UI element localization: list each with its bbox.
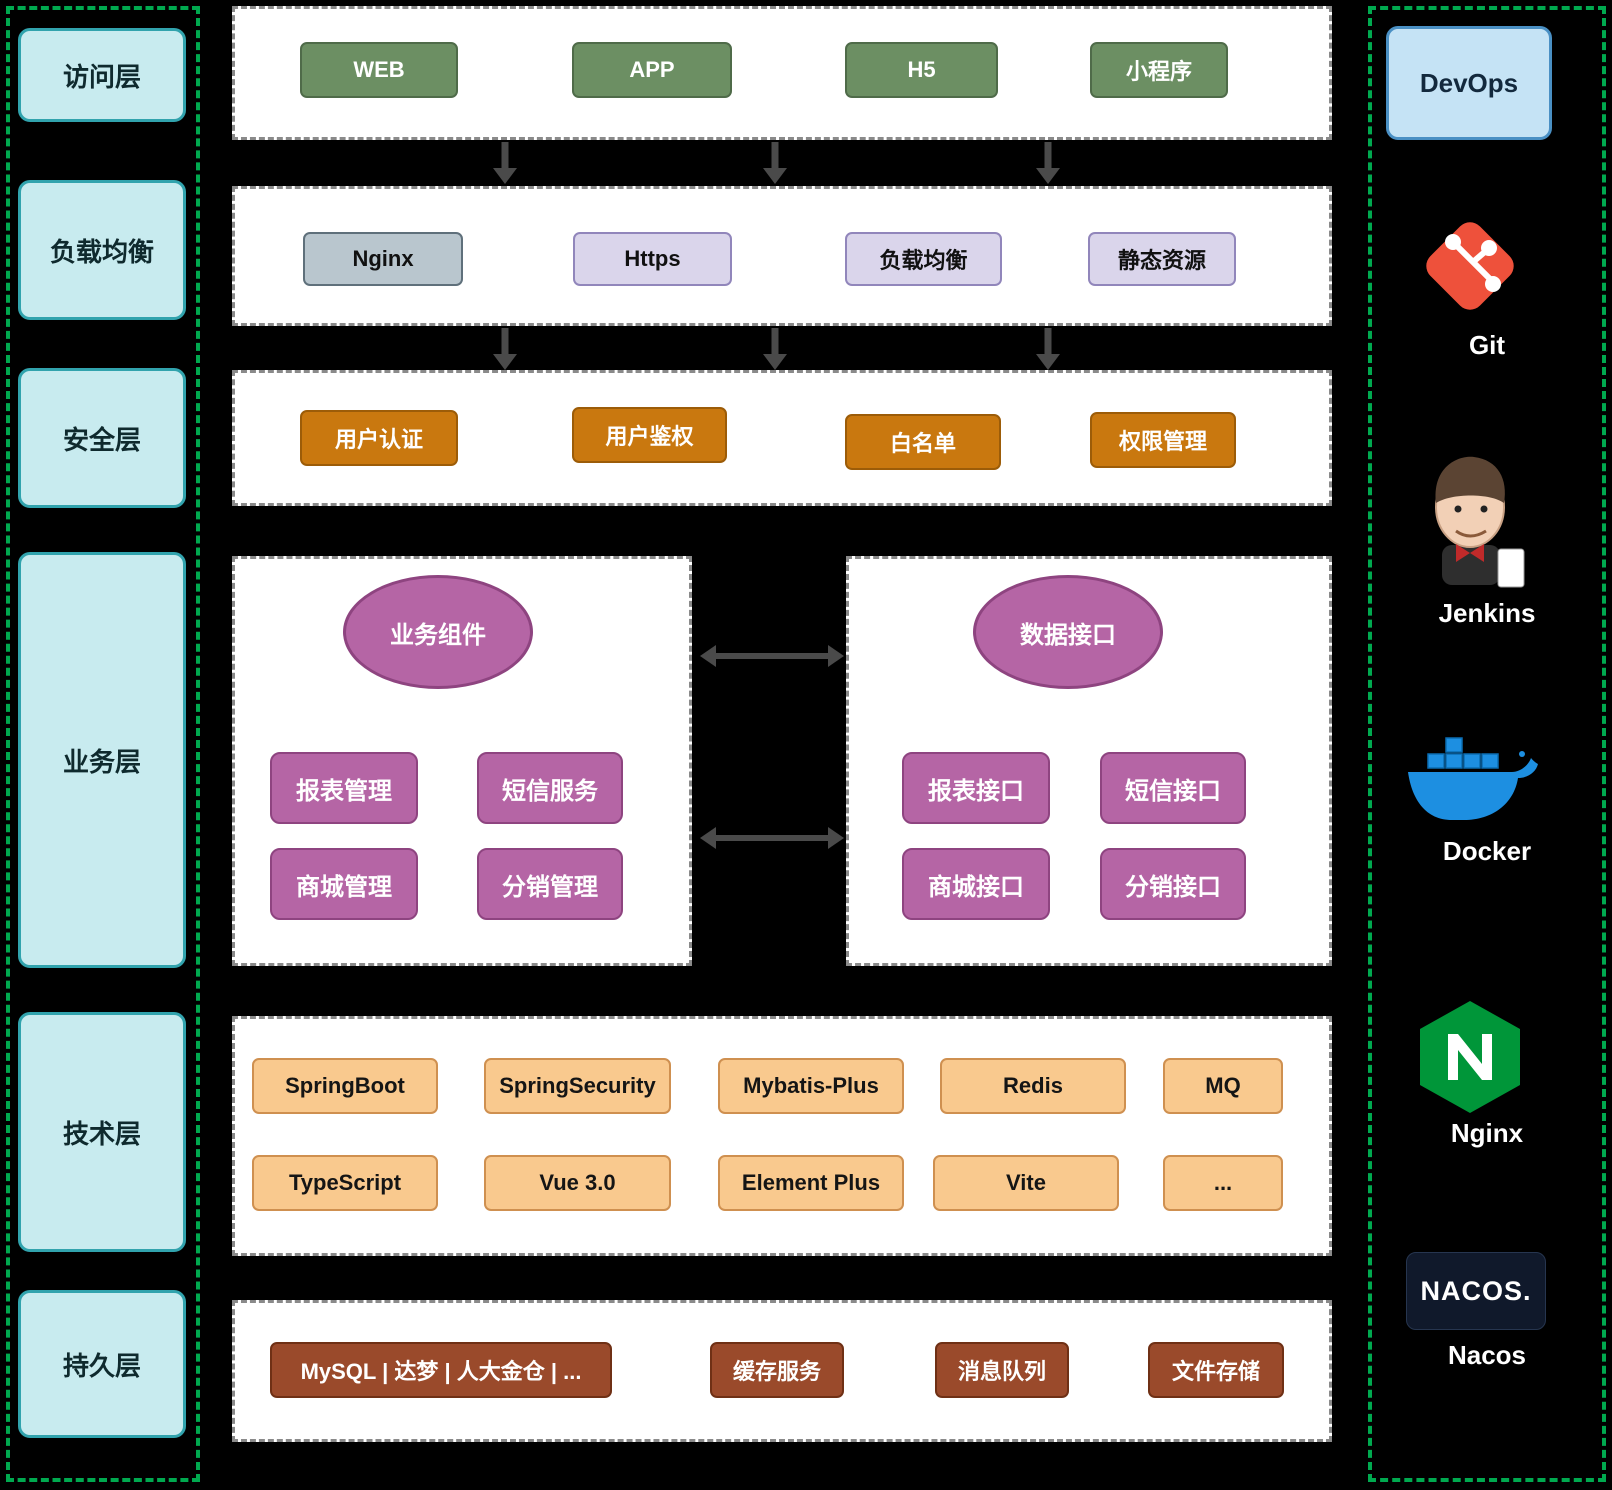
layer-persistence: 持久层 [18,1290,186,1438]
down-arrow-icon [763,328,787,370]
biz-item-sms-api: 短信接口 [1100,752,1246,824]
tech-item-mq: MQ [1163,1058,1283,1114]
tech-row-panel [232,1016,1332,1256]
security-item-whitelist: 白名单 [845,414,1001,470]
tech-item-redis: Redis [940,1058,1126,1114]
biz-item-report-api: 报表接口 [902,752,1050,824]
security-item-authz: 用户鉴权 [572,407,727,463]
biz-item-report-mgmt: 报表管理 [270,752,418,824]
biz-item-sms-service: 短信服务 [477,752,623,824]
devops-title-box: DevOps [1386,26,1552,140]
persist-item-mq: 消息队列 [935,1342,1069,1398]
tech-item-mybatis: Mybatis-Plus [718,1058,904,1114]
tech-item-more: ... [1163,1155,1283,1211]
nginx-icon [1420,1001,1520,1113]
double-arrow-icon [700,827,844,849]
docker-label: Docker [1442,836,1532,866]
nginx-label: Nginx [1450,1118,1524,1148]
tech-item-vue: Vue 3.0 [484,1155,671,1211]
access-item-web: WEB [300,42,458,98]
business-components-title: 业务组件 [343,575,533,689]
lb-item-nginx: Nginx [303,232,463,286]
biz-item-mall-mgmt: 商城管理 [270,848,418,920]
nacos-logo: NACOS. [1406,1252,1546,1330]
biz-item-mall-api: 商城接口 [902,848,1050,920]
down-arrow-icon [1036,142,1060,184]
persist-item-file: 文件存储 [1148,1342,1284,1398]
lb-item-static: 静态资源 [1088,232,1236,286]
layer-load-balance: 负载均衡 [18,180,186,320]
git-label: Git [1468,330,1506,360]
jenkins-icon [1435,456,1525,588]
down-arrow-icon [763,142,787,184]
git-icon [1426,222,1514,310]
nacos-label: Nacos [1447,1340,1527,1370]
layer-business: 业务层 [18,552,186,968]
layer-security: 安全层 [18,368,186,508]
double-arrow-icon [700,645,844,667]
tech-item-springsecurity: SpringSecurity [484,1058,671,1114]
down-arrow-icon [493,328,517,370]
biz-item-dist-mgmt: 分销管理 [477,848,623,920]
lb-item-lb: 负载均衡 [845,232,1002,286]
jenkins-label: Jenkins [1438,598,1536,628]
persist-item-cache: 缓存服务 [710,1342,844,1398]
layer-access: 访问层 [18,28,186,122]
security-item-perm: 权限管理 [1090,412,1236,468]
biz-item-dist-api: 分销接口 [1100,848,1246,920]
lb-item-https: Https [573,232,732,286]
business-interfaces-title: 数据接口 [973,575,1163,689]
tech-item-vite: Vite [933,1155,1119,1211]
tech-item-typescript: TypeScript [252,1155,438,1211]
down-arrow-icon [493,142,517,184]
persist-item-db: MySQL | 达梦 | 人大金仓 | ... [270,1342,612,1398]
tech-item-springboot: SpringBoot [252,1058,438,1114]
access-item-app: APP [572,42,732,98]
tech-item-elementplus: Element Plus [718,1155,904,1211]
security-item-auth: 用户认证 [300,410,458,466]
access-item-h5: H5 [845,42,998,98]
down-arrow-icon [1036,328,1060,370]
access-item-mini: 小程序 [1090,42,1228,98]
layer-tech: 技术层 [18,1012,186,1252]
docker-icon [1408,737,1538,820]
